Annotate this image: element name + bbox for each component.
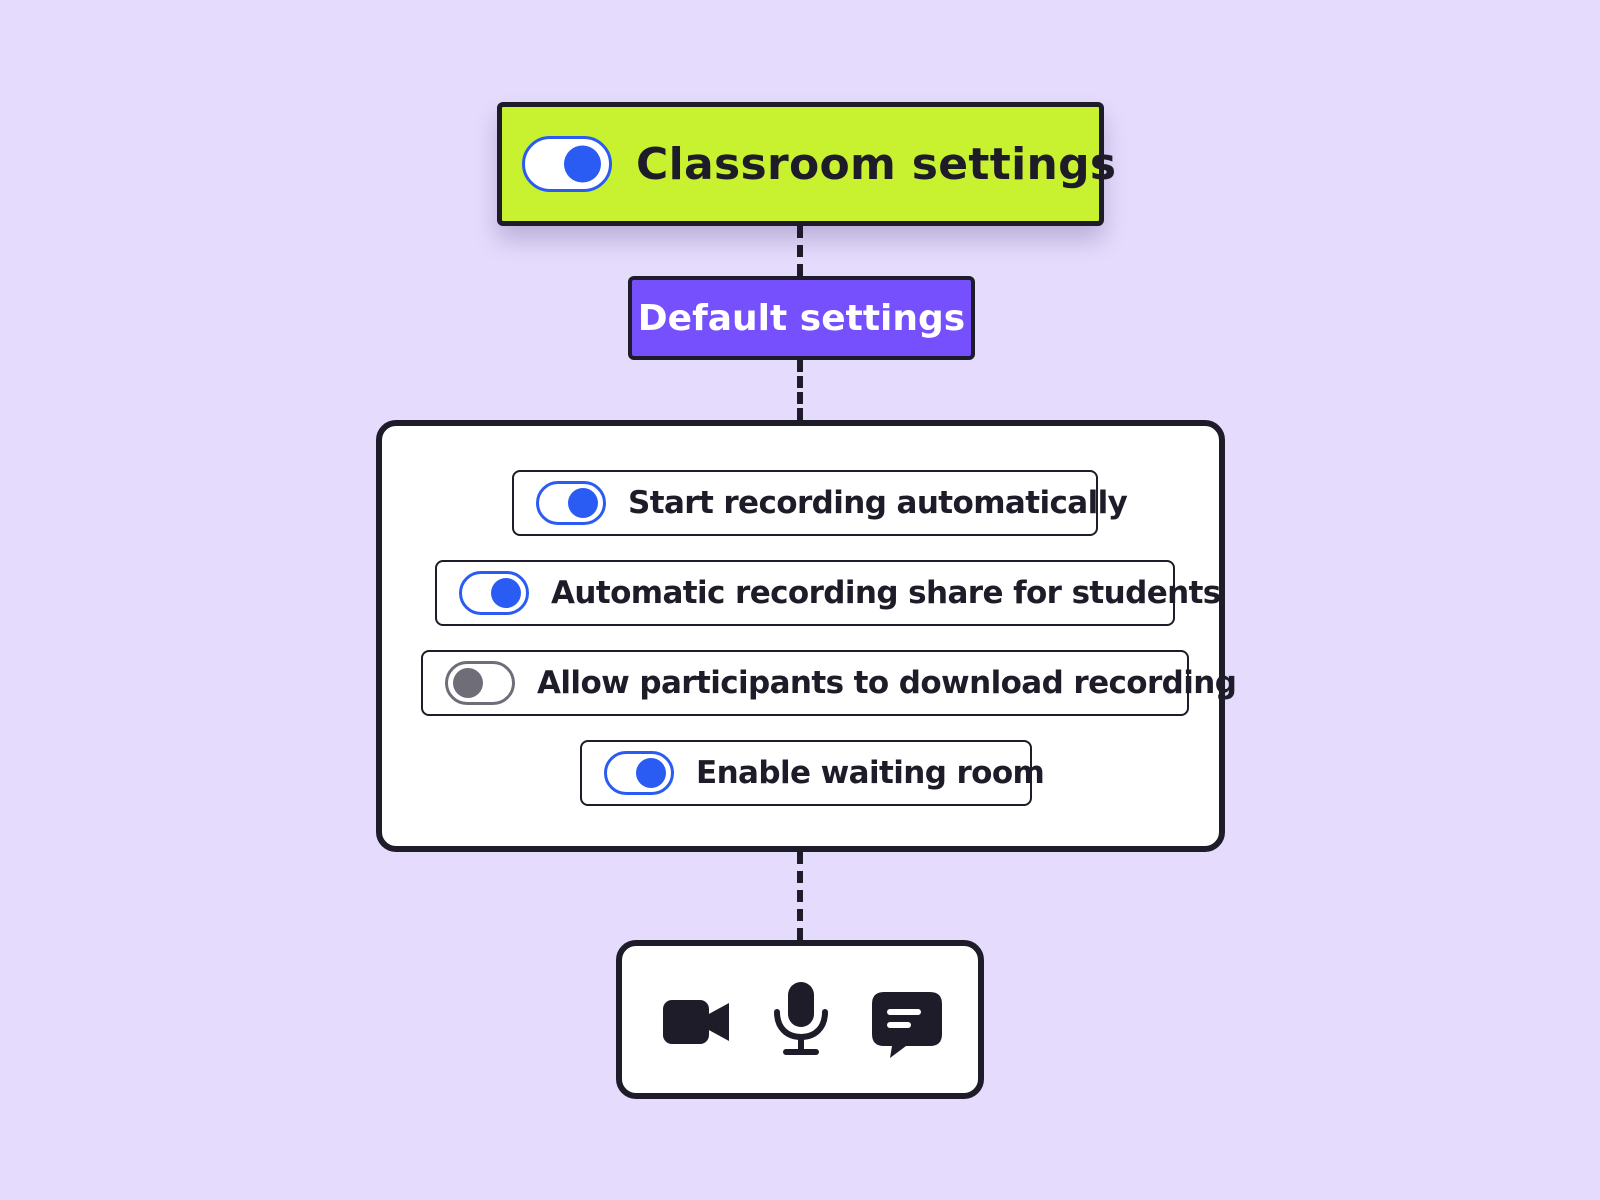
setting-label: Automatic recording share for students	[551, 575, 1221, 611]
default-settings-badge: Default settings	[628, 276, 975, 360]
setting-label: Enable waiting room	[696, 755, 1045, 791]
waiting-room-toggle[interactable]	[604, 751, 674, 795]
setting-auto-share[interactable]: Automatic recording share for students	[435, 560, 1221, 626]
classroom-settings-toggle[interactable]	[522, 136, 612, 192]
setting-start-recording[interactable]: Start recording automatically	[512, 470, 1128, 536]
toggle-knob	[453, 668, 483, 698]
microphone-icon[interactable]	[772, 982, 830, 1056]
connector-line	[797, 852, 803, 940]
setting-label: Allow participants to download recording	[537, 665, 1237, 701]
toggle-knob	[564, 145, 601, 183]
start-recording-toggle[interactable]	[536, 481, 606, 525]
toggle-knob	[568, 488, 598, 518]
allow-download-toggle[interactable]	[445, 661, 515, 705]
connector-line	[797, 226, 803, 276]
setting-waiting-room[interactable]: Enable waiting room	[580, 740, 1045, 806]
classroom-settings-card: Classroom settings	[497, 102, 1116, 226]
toggle-knob	[491, 578, 521, 608]
settings-panel: Start recording automatically Automatic …	[376, 420, 1237, 852]
classroom-settings-title: Classroom settings	[636, 138, 1117, 190]
chat-bubble-icon[interactable]	[872, 992, 942, 1058]
setting-label: Start recording automatically	[628, 485, 1128, 521]
default-settings-label: Default settings	[637, 297, 966, 339]
auto-share-toggle[interactable]	[459, 571, 529, 615]
setting-allow-download[interactable]: Allow participants to download recording	[421, 650, 1237, 716]
toggle-knob	[636, 758, 666, 788]
connector-line	[797, 360, 803, 420]
meeting-controls-card	[616, 940, 984, 1099]
video-camera-icon[interactable]	[663, 998, 729, 1046]
